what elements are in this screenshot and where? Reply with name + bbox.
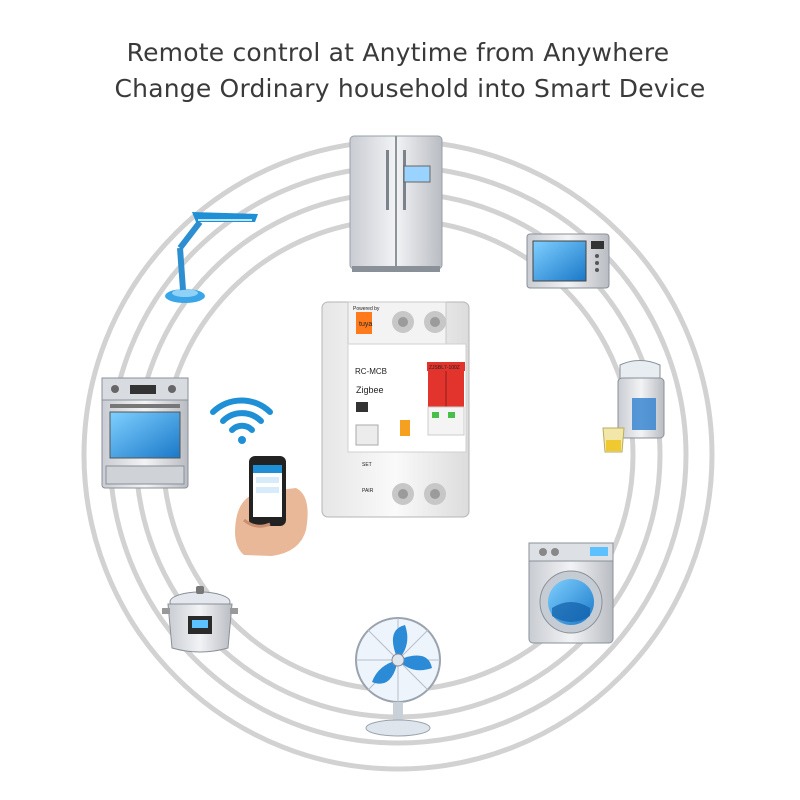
protocol-label: Zigbee [356, 385, 384, 395]
powered-by-label: Powered by [353, 306, 380, 312]
model-label: RC-MCB [355, 367, 387, 376]
smart-breaker: tuya Powered by RC-MCB Zigbee ZJSBL7-100… [321, 301, 470, 518]
desk-lamp-icon [165, 212, 258, 303]
oven-icon [101, 377, 189, 489]
pair-label: PAIR [362, 488, 374, 494]
hand-phone-icon [235, 456, 308, 556]
juicer-icon [602, 360, 665, 453]
rating-label: ZJSBL7-100Z [429, 365, 460, 371]
electric-fan-icon [355, 617, 441, 737]
wifi-icon [210, 397, 273, 444]
brand-label: tuya [359, 321, 372, 328]
headline-line-2: Change Ordinary household into Smart Dev… [114, 74, 706, 103]
headline-line-1: Remote control at Anytime from Anywhere [126, 38, 670, 67]
microwave-icon [526, 233, 610, 289]
set-label: SET [362, 462, 372, 468]
refrigerator-icon [349, 135, 443, 272]
washing-machine-icon [528, 542, 614, 644]
rice-cooker-icon [162, 586, 238, 653]
